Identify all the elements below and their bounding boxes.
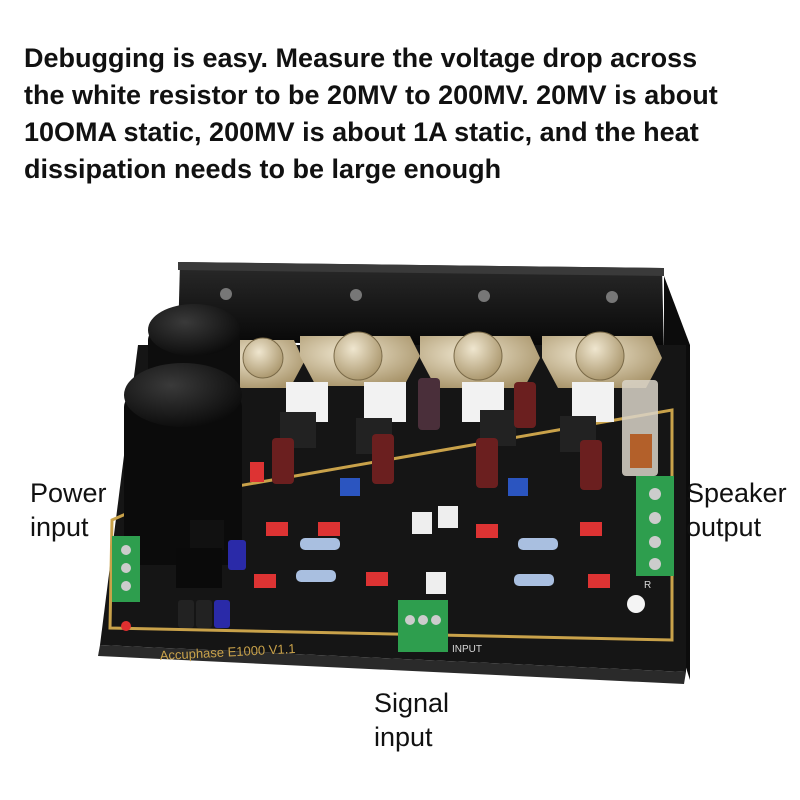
power-input-callout: Power input (30, 476, 107, 544)
headline-line-4: dissipation needs to be large enough (24, 154, 502, 184)
signal-callout-line-2: input (374, 722, 433, 752)
speaker-callout-line-2: output (686, 512, 762, 542)
power-callout-line-2: input (30, 512, 89, 542)
power-callout-line-1: Power (30, 478, 107, 508)
signal-components (121, 462, 645, 631)
headline-line-2: the white resistor to be 20MV to 200MV. … (24, 80, 718, 110)
signal-input-terminal (398, 600, 448, 652)
speaker-output-terminal (636, 476, 674, 576)
silkscreen-model: Accuphase E1000 V1.1 (159, 641, 295, 663)
driver-transistors (280, 382, 614, 454)
power-input-terminal (112, 536, 140, 602)
relay (622, 380, 658, 476)
filter-capacitors (124, 304, 242, 565)
small-capacitors (178, 378, 602, 628)
speaker-output-callout: Speaker output (686, 476, 787, 544)
power-transistors (222, 331, 662, 388)
signal-callout-line-1: Signal (374, 688, 450, 718)
headline-line-1: Debugging is easy. Measure the voltage d… (24, 43, 698, 73)
headline: Debugging is easy. Measure the voltage d… (24, 40, 794, 188)
silkscreen-output-marker: R (644, 580, 651, 591)
speaker-callout-line-1: Speaker (686, 478, 787, 508)
silkscreen-input-label: INPUT (452, 644, 482, 655)
signal-input-callout: Signal input (374, 686, 449, 754)
headline-line-3: 10OMA static, 200MV is about 1A static, … (24, 117, 699, 147)
